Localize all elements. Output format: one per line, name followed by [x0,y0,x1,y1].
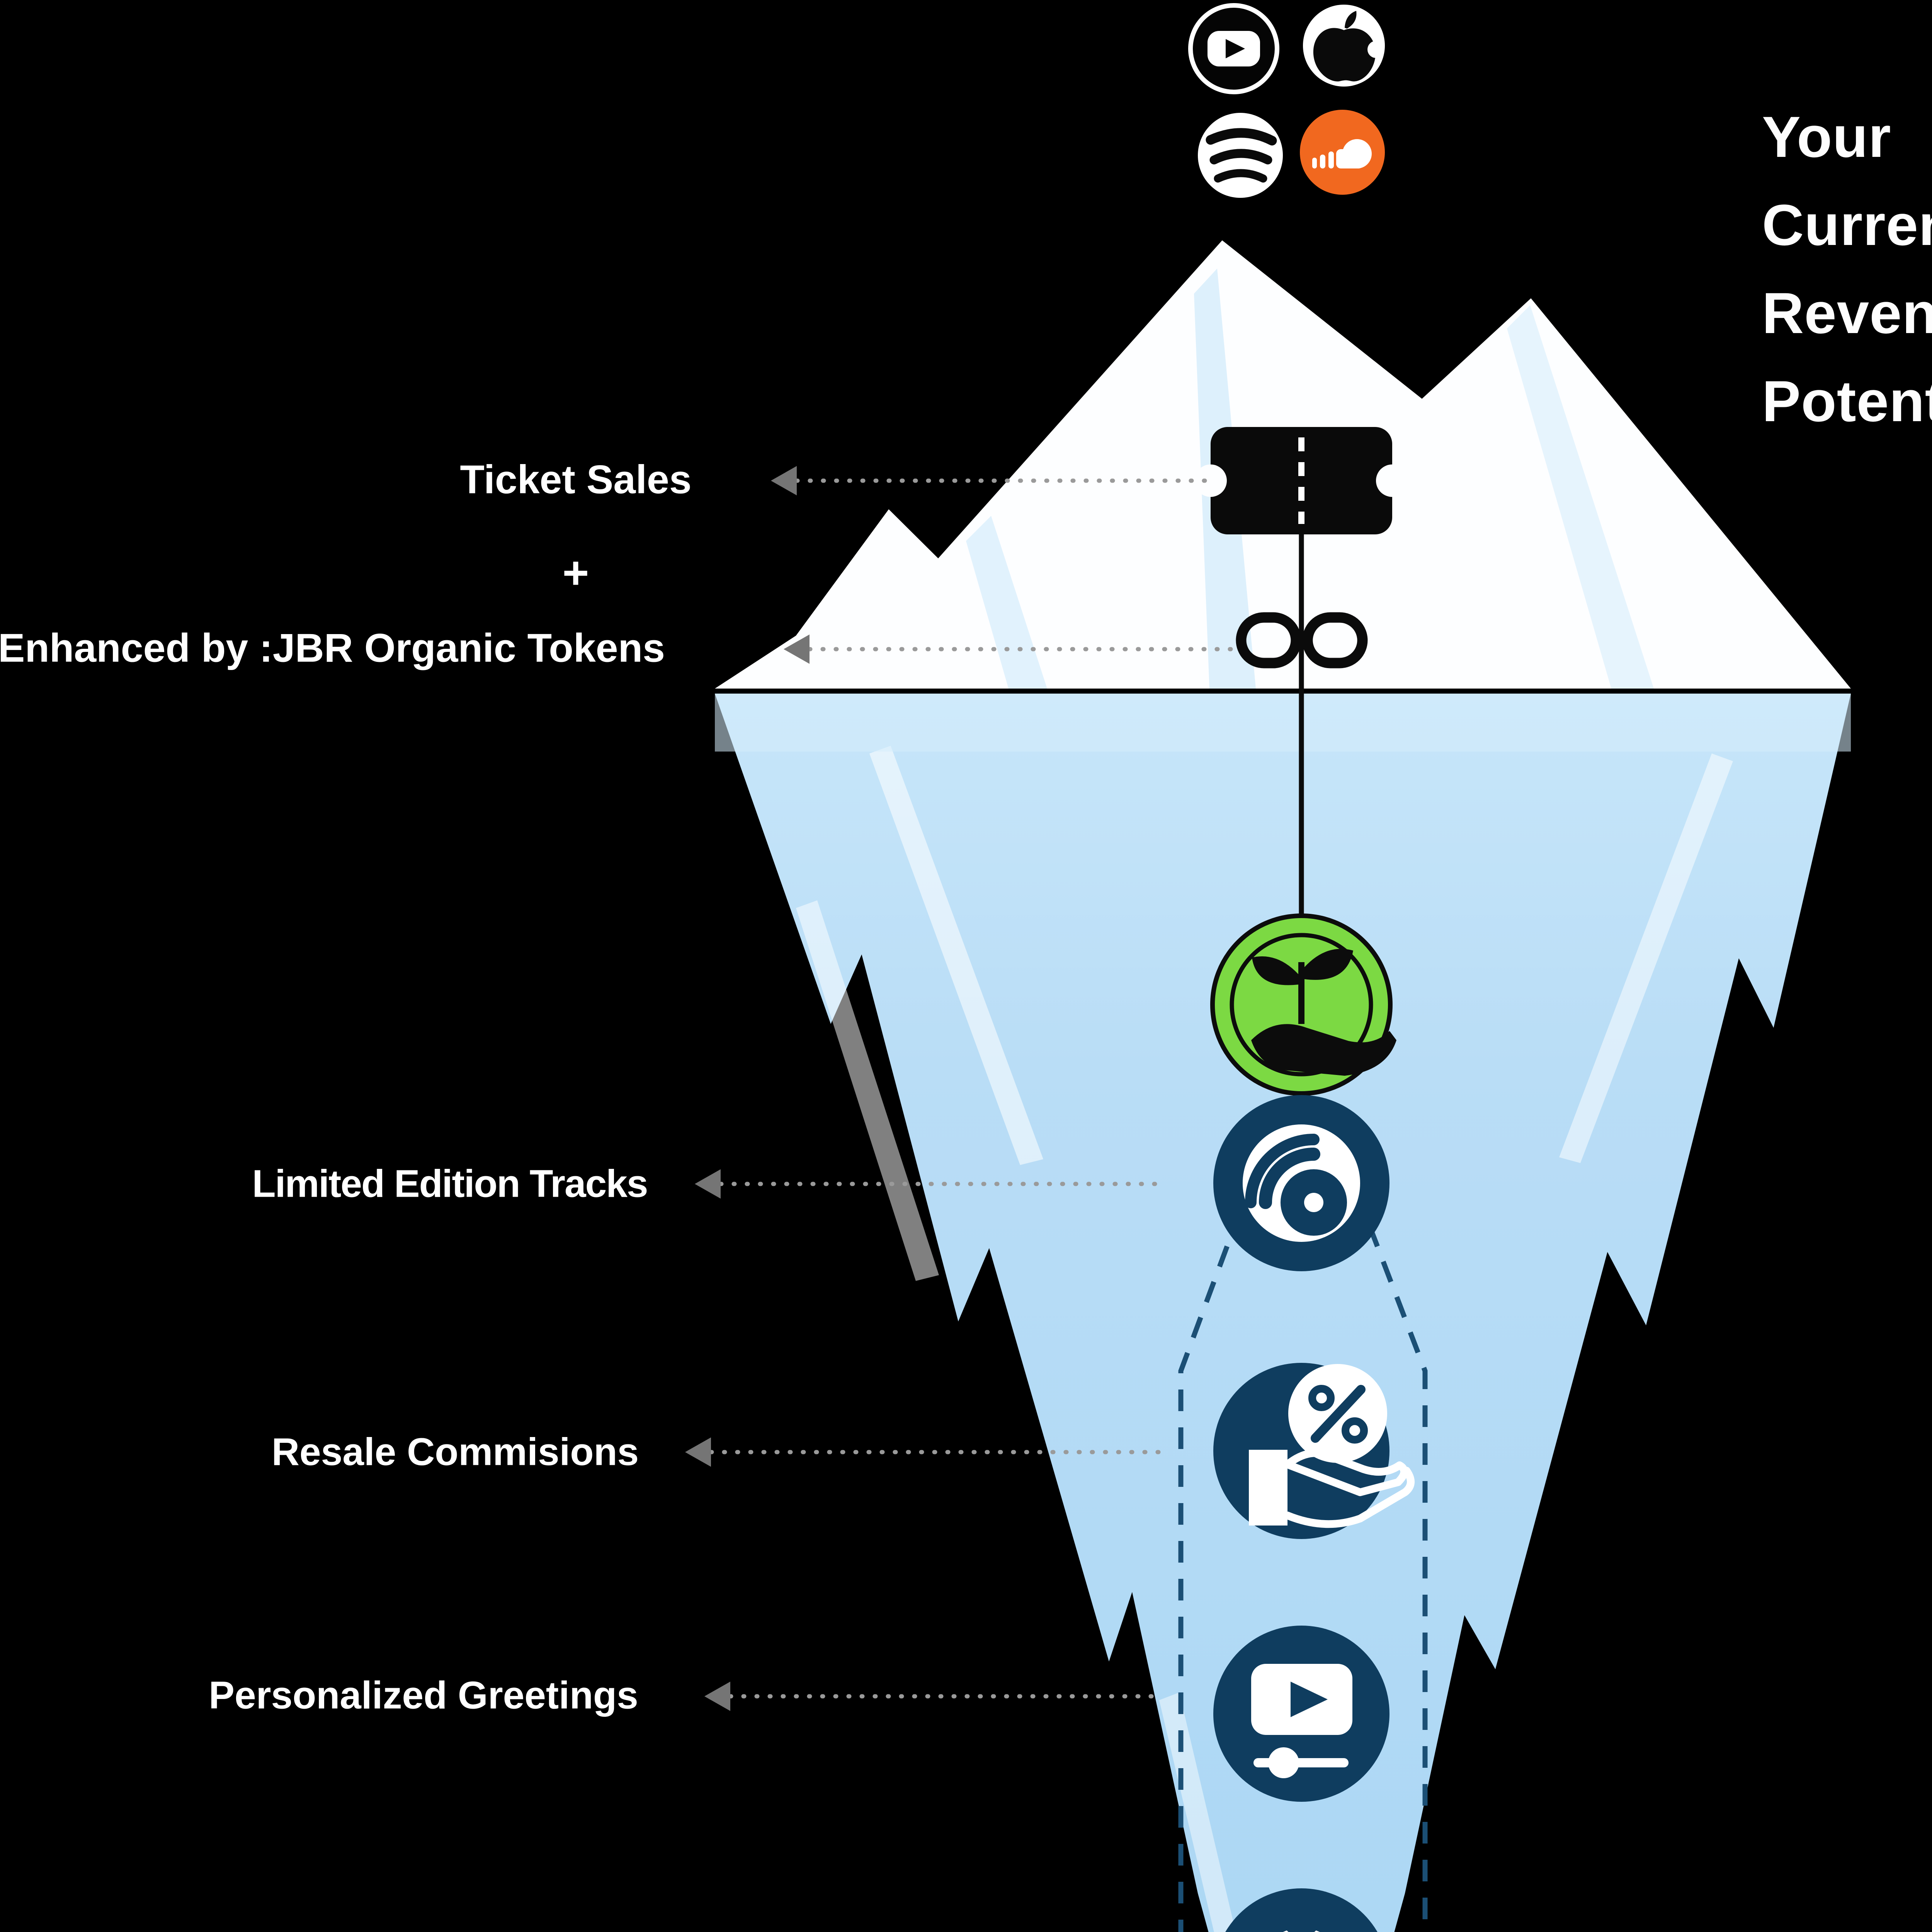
current-revenue-line: Potential [1762,369,1932,434]
current-revenue-line: Revenue [1762,281,1932,345]
current-revenue-label: Your Current Revenue Potential [1762,93,1932,445]
chain-link-icon [1236,612,1368,668]
resale-commissions-label: Resale Commisions [271,1430,639,1474]
spotify-icon [1198,113,1283,198]
current-revenue-line: Your [1762,104,1891,169]
enhanced-by-prefix: Enhanced by [0,626,248,671]
growth-coin-icon [1210,913,1396,1096]
ticket-sales-label: Ticket Sales [460,457,692,502]
video-greeting-icon [1213,1626,1389,1802]
enhanced-by-suffix: :JBR Organic Tokens [259,626,665,671]
ticket-icon [1194,427,1408,534]
leader-arrowheads [685,466,810,1711]
current-revenue-line: Current [1762,192,1932,257]
plus-sign: + [562,548,589,599]
leader-arrows [709,478,1237,1699]
limited-tracks-label: Limited Edition Tracks [252,1162,648,1206]
iceberg-below-water [715,694,1851,1932]
soundcloud-icon [1300,110,1385,195]
personalized-greetings-label: Personalized Greetings [209,1673,638,1717]
vinyl-record-icon [1213,1095,1389,1271]
enhanced-by-label: Enhanced by :JBR Organic Tokens [0,626,665,672]
resale-percent-icon [1213,1363,1415,1539]
youtube-icon [1188,3,1279,94]
apple-music-icon [1303,5,1385,87]
